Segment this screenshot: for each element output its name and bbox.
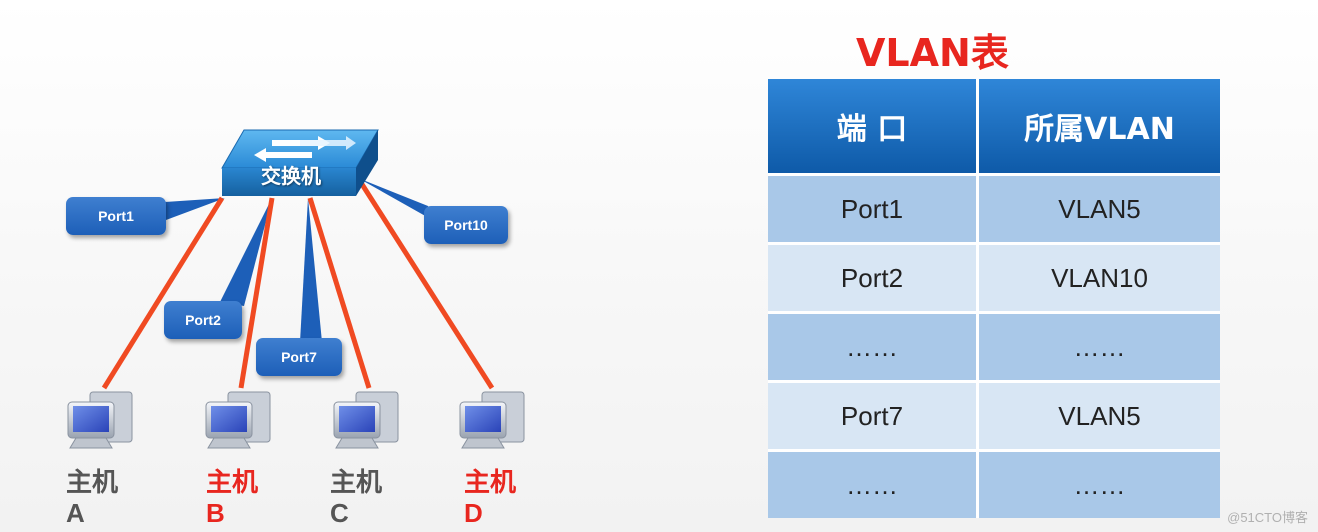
host-b: 主机 B: [206, 468, 286, 528]
host-d: 主机 D: [464, 468, 544, 528]
vlan-table-header-row: 端 口 所属VLAN: [768, 79, 1220, 173]
cell-port: ……: [768, 311, 979, 380]
table-row: Port1 VLAN5: [768, 173, 1220, 242]
cell-vlan: ……: [979, 311, 1220, 380]
vlan-table: 端 口 所属VLAN Port1 VLAN5 Port2 VLAN10 …… ……: [768, 79, 1220, 518]
host-d-name: 主机: [464, 468, 544, 498]
cell-vlan: VLAN5: [979, 173, 1220, 242]
host-c-name: 主机: [330, 468, 410, 498]
cell-port: ……: [768, 449, 979, 518]
host-a-letter: A: [66, 498, 146, 528]
port-tag-port10: Port10: [424, 206, 508, 244]
port-tag-port1: Port1: [66, 197, 166, 235]
vlan-table-title: VLAN表: [856, 22, 1009, 77]
table-row: Port7 VLAN5: [768, 380, 1220, 449]
cell-vlan: ……: [979, 449, 1220, 518]
port-tag-port7: Port7: [256, 338, 342, 376]
header-port: 端 口: [768, 79, 979, 173]
computer-icon-a: [68, 392, 132, 448]
cell-vlan: VLAN10: [979, 242, 1220, 311]
host-b-letter: B: [206, 498, 286, 528]
table-row: Port2 VLAN10: [768, 242, 1220, 311]
computer-icon-d: [460, 392, 524, 448]
host-c-letter: C: [330, 498, 410, 528]
switch-label: 交换机: [236, 160, 346, 189]
host-a-name: 主机: [66, 468, 146, 498]
header-vlan: 所属VLAN: [979, 79, 1220, 173]
watermark: @51CTO博客: [1227, 507, 1308, 526]
cell-vlan: VLAN5: [979, 380, 1220, 449]
cell-port: Port2: [768, 242, 979, 311]
cell-port: Port7: [768, 380, 979, 449]
host-a: 主机 A: [66, 468, 146, 528]
host-c: 主机 C: [330, 468, 410, 528]
port-tag-port2: Port2: [164, 301, 242, 339]
host-b-name: 主机: [206, 468, 286, 498]
table-row: …… ……: [768, 311, 1220, 380]
cell-port: Port1: [768, 173, 979, 242]
table-row: …… ……: [768, 449, 1220, 518]
computer-icon-b: [206, 392, 270, 448]
host-d-letter: D: [464, 498, 544, 528]
network-diagram: [0, 0, 640, 532]
computer-icon-c: [334, 392, 398, 448]
